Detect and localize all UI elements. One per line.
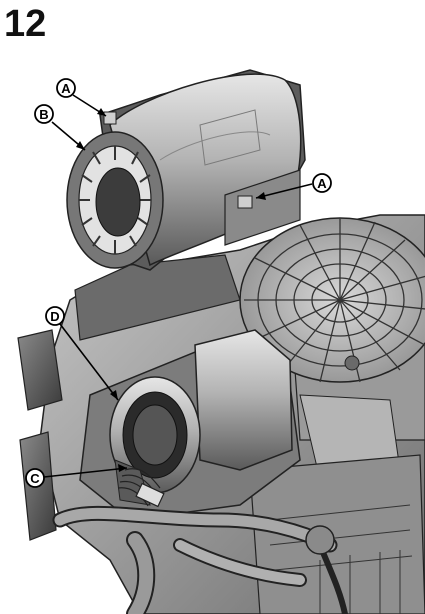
callout-label: A bbox=[317, 176, 327, 191]
callout-label: A bbox=[61, 81, 71, 96]
cover-fastener-top bbox=[103, 111, 117, 125]
callout-label: C bbox=[30, 471, 40, 486]
callout-a-top: A bbox=[56, 78, 107, 117]
flywheel-screen bbox=[239, 217, 425, 383]
wiring-harness bbox=[117, 468, 165, 508]
callout-label: B bbox=[39, 107, 48, 122]
callout-d: D bbox=[45, 306, 119, 401]
callout-a-right: A bbox=[255, 173, 332, 200]
callout-b: B bbox=[34, 104, 86, 151]
step-number: 12 bbox=[4, 3, 47, 45]
intake-tubes bbox=[52, 505, 348, 614]
air-cleaner-cover bbox=[66, 69, 306, 271]
cover-fastener-right bbox=[237, 195, 253, 209]
air-cleaner-base bbox=[79, 329, 301, 521]
callout-label: D bbox=[50, 309, 59, 324]
callout-c: C bbox=[25, 464, 128, 488]
